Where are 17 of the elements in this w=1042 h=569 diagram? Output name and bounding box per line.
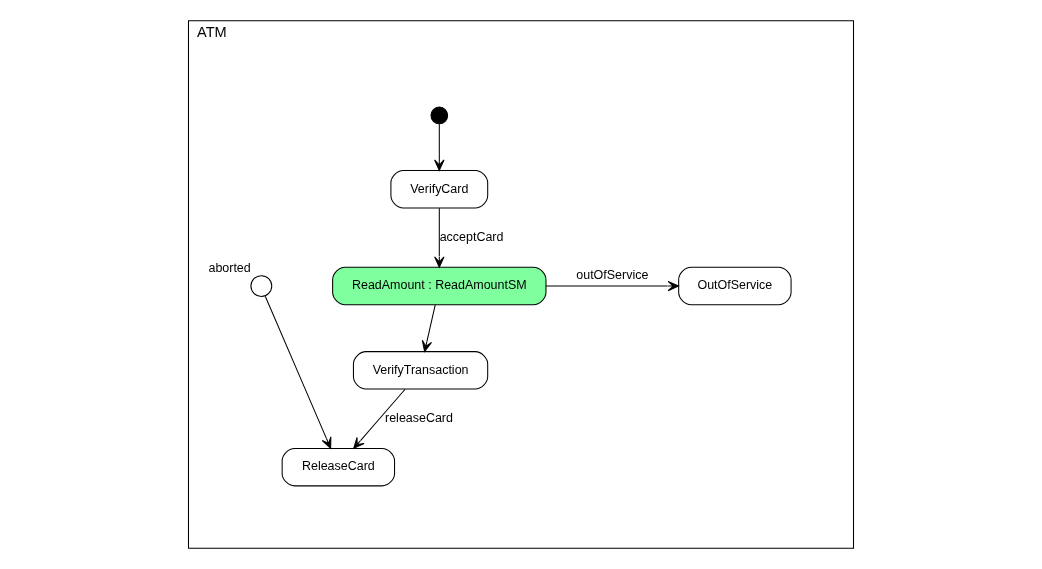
- edge-label: acceptCard: [439, 229, 504, 244]
- arrow: [264, 295, 332, 449]
- node-circle: [250, 275, 273, 297]
- edge-label: releaseCard: [385, 410, 453, 425]
- node-label: aborted: [208, 261, 251, 276]
- arrow: [421, 304, 436, 353]
- arrow: [545, 280, 680, 292]
- node-box: VerifyTransaction: [352, 351, 489, 390]
- arrow: [353, 388, 406, 449]
- edge-label: outOfService: [576, 268, 649, 283]
- node-box: VerifyCard: [390, 170, 489, 209]
- arrow: [434, 123, 445, 171]
- node-box: ReleaseCard: [281, 447, 396, 487]
- node-box: ReadAmount : ReadAmountSM: [332, 266, 547, 306]
- node-circle: [430, 106, 449, 125]
- arrow: [434, 207, 445, 268]
- node-box: OutOfService: [678, 266, 792, 306]
